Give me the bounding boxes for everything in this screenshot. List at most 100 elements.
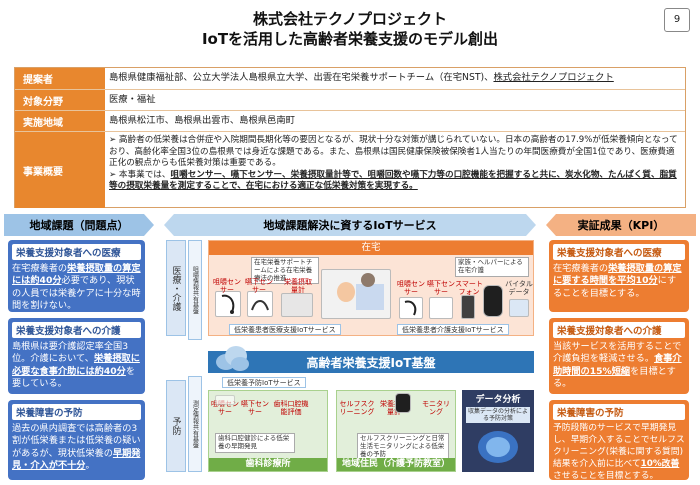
text-segment: 当該サービスを活用することで介護負担を軽減させる。 (553, 341, 682, 365)
side-label-data-bottom: 測定情報共有基盤 (188, 376, 202, 472)
text-highlight: 栄養摂取量の算定に要する時間を平均10分 (553, 263, 682, 287)
scale-icon (281, 293, 313, 317)
text-segment: を要している。 (12, 365, 136, 390)
chew-sensor-icon (215, 291, 241, 317)
text-segment: を目標とする。 (553, 365, 676, 390)
text-highlight: 早期発見・介入が不十分 (12, 447, 141, 472)
local-note: セルフスクリーニングと日常生活モニタリングによる低栄養の予防 (357, 433, 449, 461)
pill-medical-service: 低栄養患者医療支援IoTサービス (229, 324, 341, 335)
kpi-card-medical-head: 栄養支援対象者への医療 (553, 244, 685, 260)
info-row-proposer: 提案者 島根県健康福祉部、公立大学法人島根県立大学、出雲在宅栄養サポートチーム（… (15, 68, 685, 90)
side-label-prevent: 予防 (166, 380, 186, 472)
text-segment: 予防段階のサービスで早期発見し、早期介入することでセルフスクリーニング(栄養に関… (553, 423, 685, 469)
dental-note: 歯科口腔健診による低栄養の早期発見 (215, 433, 295, 453)
local-residents-section: セルフスクリーニング 栄養摂取量計 モニタリング セルフスクリーニングと日常生活… (336, 390, 456, 472)
smartphone-icon (461, 295, 475, 319)
home-dev-chew: 咀嚼センサー (213, 278, 241, 294)
info-row-field: 対象分野 医療・福祉 (15, 90, 685, 111)
kpi-card-care: 栄養支援対象者への介護 当該サービスを活用することで介護負担を軽減させる。食事介… (549, 318, 689, 394)
text-highlight: 10%改善 (640, 458, 680, 469)
home-dev-swallow: 嚥下センサー (245, 278, 273, 294)
chew-sensor-2-icon (399, 297, 423, 319)
iot-service-diagram: 医療・介護 予防 咀嚼情報共有基盤 測定情報共有基盤 在宅 在宅栄養サポートチー… (166, 240, 536, 478)
page-title: IoTを活用した高齢者栄養支援のモデル創出 (201, 30, 499, 48)
issue-card-care-head: 栄養支援対象者への介護 (12, 322, 141, 338)
home-dev-data: バイタルデータ (505, 280, 533, 296)
vital-data-icon (509, 299, 529, 317)
patient-photo-icon (321, 269, 391, 319)
local-watch-icon (395, 393, 411, 413)
data-analysis-section: データ分析 収集データの分析による予防対策 (462, 390, 534, 472)
area-value: 島根県松江市、島根県出雲市、島根県邑南町 (109, 114, 295, 126)
text-segment: にすることを目標とする。 (553, 275, 677, 299)
text-segment: 。 (85, 460, 95, 472)
home-dev-swallow-2: 嚥下センサー (427, 280, 455, 296)
issue-card-prevention-body: 過去の県内調査では高齢者の3割が低栄養または低栄養の疑いがあるが、現状低栄養の早… (12, 423, 141, 473)
local-dev-screening: セルフスクリーニング (339, 400, 375, 416)
text-highlight: 栄養摂取量の算定には約40分 (12, 263, 141, 287)
summary-paragraph-2: ➢ 本事業では、咀嚼センサー、嚥下センサー、栄養摂取量計等で、咀嚼回数や嚥下力等… (109, 170, 681, 193)
dental-chew-icon (215, 395, 235, 405)
watch-icon (483, 285, 503, 317)
home-section: 在宅 在宅栄養サポートチームによる在宅栄養療法の推進 家族・ヘルパーによる在宅介… (208, 240, 534, 336)
swallow-sensor-2-icon (429, 297, 453, 319)
dental-clinic-section: 咀嚼センサー 嚥下センサー 歯科口腔機能評価 歯科口腔健診による低栄養の早期発見… (208, 390, 328, 472)
page-number: 9 (664, 8, 690, 32)
iot-platform-bar: 高齢者栄養支援IoT基盤 (208, 351, 534, 373)
kpi-card-prevention-head: 栄養障害の予防 (553, 404, 685, 420)
brain-icon (478, 431, 518, 463)
kpi-card-medical: 栄養支援対象者への医療 在宅療養者の栄養摂取量の算定に要する時間を平均10分にす… (549, 240, 689, 312)
issue-card-medical-body: 在宅療養者の栄養摂取量の算定には約40分必要であり、現状の人員では栄養ケアに十分… (12, 263, 141, 313)
issue-card-prevention-head: 栄養障害の予防 (12, 404, 141, 420)
kpi-card-care-body: 当該サービスを活用することで介護負担を軽減させる。食事介助時間の15%短縮を目標… (553, 341, 685, 391)
kpi-card-prevention-body: 予防段階のサービスで早期発見し、早期介入することでセルフスクリーニング(栄養に関… (553, 423, 685, 482)
issue-card-care: 栄養支援対象者への介護 島根県は要介護認定率全国3位。介護において、栄養摂取に必… (8, 318, 145, 394)
ribbon-regional-issues: 地域課題（問題点） (4, 214, 154, 236)
text-segment: 必要であり、現状の人員では栄養ケアに十分な時間を割けない。 (12, 275, 141, 312)
home-title: 在宅 (209, 241, 533, 255)
text-segment: させることを目標とする。 (553, 470, 659, 481)
proposer-label: 提案者 (15, 68, 105, 89)
ribbon-iot-services: 地域課題解決に資するIoTサービス (164, 214, 536, 236)
summary-value: ➢ 高齢者の低栄養は合併症や入院期間長期化等の要因となるが、現状十分な対策が講じ… (109, 132, 681, 208)
field-value: 医療・福祉 (109, 93, 156, 105)
issue-card-medical-head: 栄養支援対象者への医療 (12, 244, 141, 260)
side-label-data-top: 咀嚼情報共有基盤 (188, 240, 202, 340)
text-segment: 島根県は要介護認定率全国3位。介護において、 (12, 341, 129, 365)
summary-p2-highlight: 咀嚼センサー、嚥下センサー、栄養摂取量計等で、咀嚼回数や嚥下力等の口腔機能を把握… (109, 169, 677, 192)
pill-prevention-service: 低栄養予防IoTサービス (222, 377, 306, 388)
area-label: 実施地域 (15, 111, 105, 131)
text-highlight: 栄養摂取に必要な食事介助には約40分 (12, 353, 140, 377)
home-note-family: 家族・ヘルパーによる在宅介護 (455, 257, 529, 277)
proposer-value: 島根県健康福祉部、公立大学法人島根県立大学、出雲在宅栄養サポートチーム（在宅NS… (109, 68, 681, 89)
text-segment: 在宅療養者の (12, 263, 68, 274)
summary-p2-lead: ➢ 本事業では、 (109, 169, 171, 180)
text-segment: 在宅療養者の (553, 263, 609, 274)
summary-label: 事業概要 (15, 132, 105, 208)
proposer-value-b: 株式会社テクノプロジェクト (493, 72, 614, 84)
info-row-summary: 事業概要 ➢ 高齢者の低栄養は合併症や入院期間長期化等の要因となるが、現状十分な… (15, 132, 685, 208)
field-label: 対象分野 (15, 90, 105, 110)
info-table: 提案者 島根県健康福祉部、公立大学法人島根県立大学、出雲在宅栄養サポートチーム（… (14, 67, 686, 208)
text-segment: 過去の県内調査では高齢者の3割が低栄養または低栄養の疑いがあるが、現状低栄養の (12, 423, 141, 459)
analysis-title: データ分析 (475, 395, 521, 405)
side-label-care: 医療・介護 (166, 240, 186, 336)
pill-care-service: 低栄養患者介護支援IoTサービス (397, 324, 509, 335)
cloud-icon (216, 346, 249, 371)
local-dev-scale: 栄養摂取量計 (380, 400, 408, 416)
local-dev-monitor: モニタリング (422, 400, 450, 416)
local-footer: 地域住民（介護予防教室） (337, 458, 455, 471)
issue-card-medical: 栄養支援対象者への医療 在宅療養者の栄養摂取量の算定には約40分必要であり、現状… (8, 240, 145, 312)
home-note-nst: 在宅栄養サポートチームによる在宅栄養療法の推進 (251, 257, 319, 285)
issue-card-care-body: 島根県は要介護認定率全国3位。介護において、栄養摂取に必要な食事介助には約40分… (12, 341, 141, 391)
proposer-value-a: 島根県健康福祉部、公立大学法人島根県立大学、出雲在宅栄養サポートチーム（在宅NS… (109, 72, 494, 84)
kpi-card-medical-body: 在宅療養者の栄養摂取量の算定に要する時間を平均10分にすることを目標とする。 (553, 263, 685, 300)
dental-footer: 歯科診療所 (209, 458, 327, 471)
ribbon-kpi: 実証成果（KPI） (546, 214, 696, 236)
dental-dev-eval: 歯科口腔機能評価 (273, 400, 309, 416)
kpi-card-care-head: 栄養支援対象者への介護 (553, 322, 685, 338)
swallow-sensor-icon (247, 291, 273, 317)
kpi-card-prevention: 栄養障害の予防 予防段階のサービスで早期発見し、早期介入することでセルフスクリー… (549, 400, 689, 482)
analysis-subtitle: 収集データの分析による予防対策 (466, 407, 530, 424)
home-dev-chew-2: 咀嚼センサー (397, 280, 425, 296)
